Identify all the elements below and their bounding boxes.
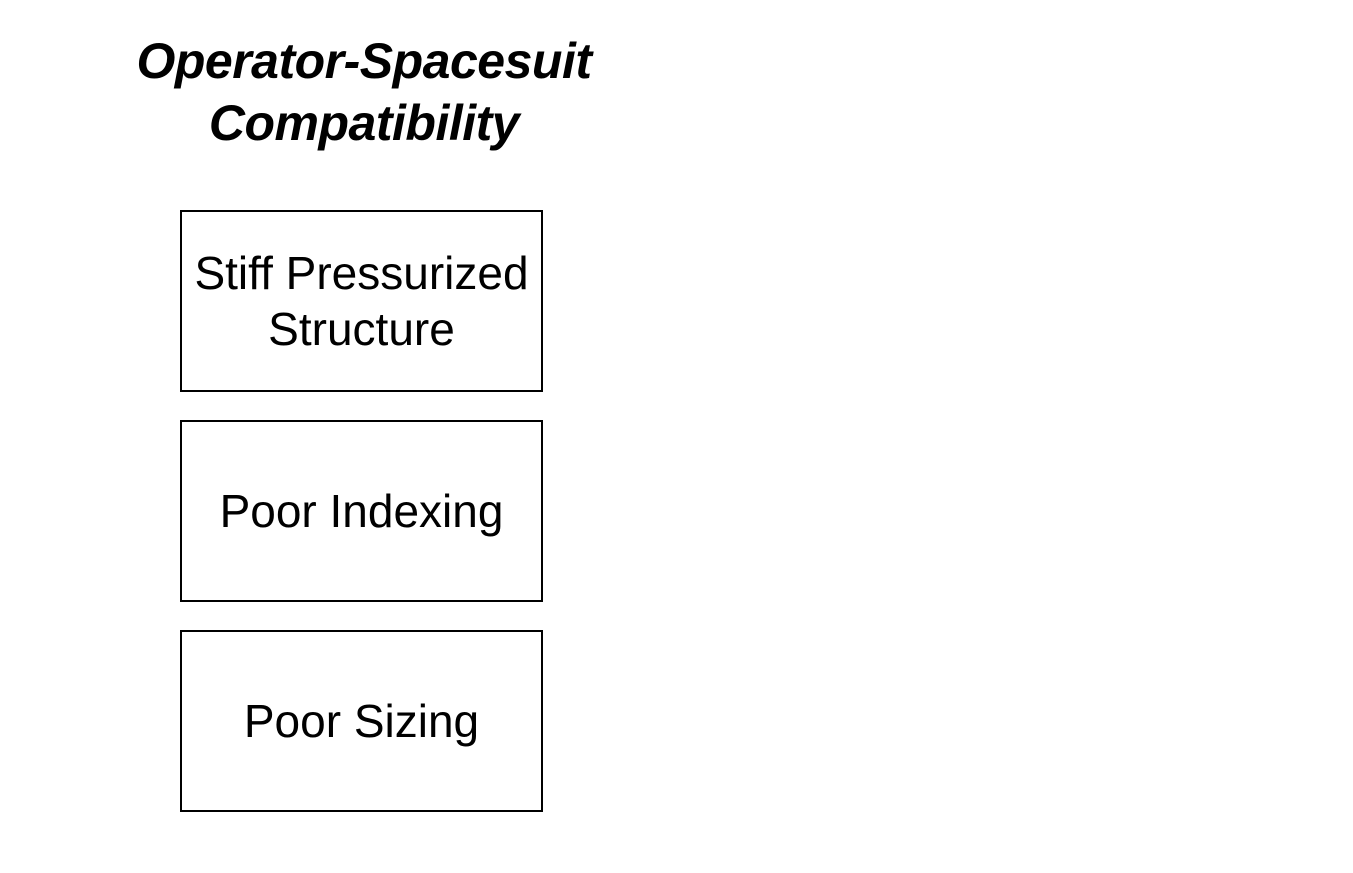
diagram-title: Operator-Spacesuit Compatibility xyxy=(136,33,592,151)
factor-box-poor-sizing: Poor Sizing xyxy=(180,630,543,812)
factor-box-label: Poor Indexing xyxy=(219,485,504,537)
factor-box-stiff-pressurized-structure: Stiff Pressurized Structure xyxy=(180,210,543,392)
factor-box-label: Poor Sizing xyxy=(243,695,480,747)
factor-box-label: Stiff Pressurized Structure xyxy=(194,247,529,355)
factor-box-poor-indexing: Poor Indexing xyxy=(180,420,543,602)
